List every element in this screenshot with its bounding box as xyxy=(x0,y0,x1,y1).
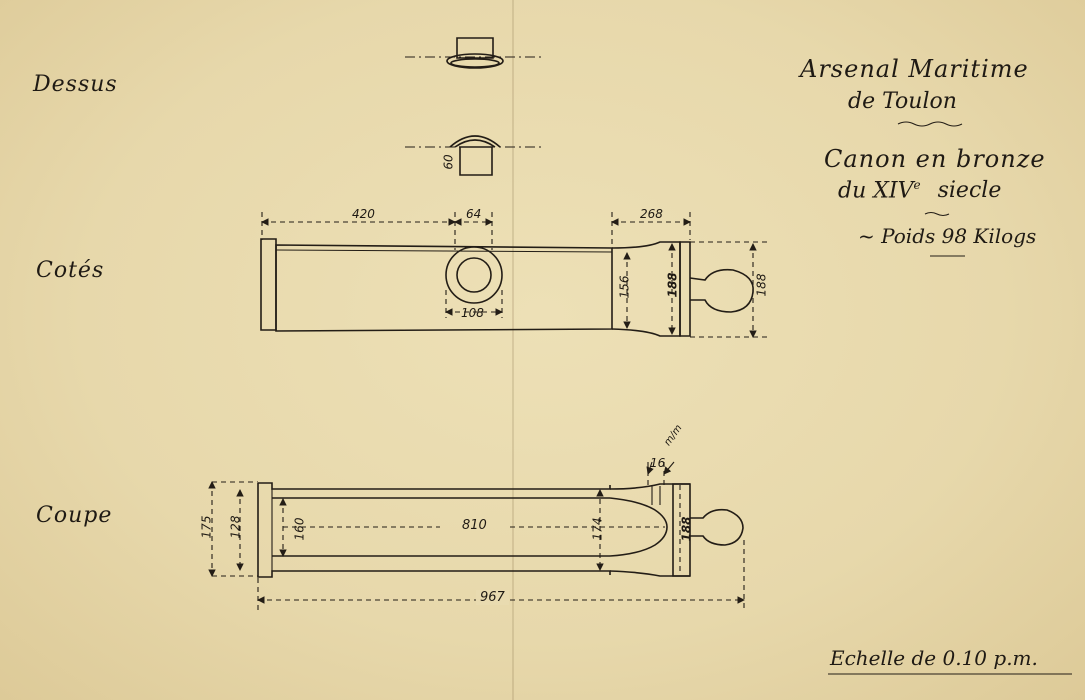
dim-sec-bore: 160 xyxy=(292,517,307,541)
century-flourish xyxy=(925,213,949,216)
title-line-3: Canon en bronze xyxy=(824,145,1046,173)
dim-sec-neck: 174 xyxy=(590,517,605,541)
title-line-1: Arsenal Maritime xyxy=(800,55,1029,83)
dim-sec-hole: 16 xyxy=(650,456,666,470)
view-label-top: Dessus xyxy=(33,72,118,97)
scale-label: Echelle de 0.10 p.m. xyxy=(830,646,1038,670)
dim-sec-len: 810 xyxy=(462,518,487,533)
fold-crease xyxy=(512,0,514,700)
dim-sec-outer: 175 xyxy=(199,515,214,539)
side-view xyxy=(261,212,770,338)
dim-sec-ring: 188 xyxy=(679,516,694,542)
dim-side-a: 420 xyxy=(352,207,375,221)
title-flourish xyxy=(898,122,962,126)
dim-side-neck: 156 xyxy=(617,275,632,299)
dim-side-c: 268 xyxy=(640,207,663,221)
view-label-section: Coupe xyxy=(36,503,113,528)
dim-sec-inner: 128 xyxy=(228,515,243,539)
dim-side-ring: 108 xyxy=(461,306,484,320)
section-view xyxy=(208,462,745,612)
title-line-4: du XIVe siecle xyxy=(838,178,1001,203)
top-view-upper xyxy=(405,38,545,68)
dim-side-ring2: 188 xyxy=(665,272,680,298)
century-suffix: e xyxy=(913,178,921,192)
century-word: siecle xyxy=(937,178,1002,204)
dim-top-detail: 60 xyxy=(441,154,456,170)
dim-side-b: 64 xyxy=(466,207,482,221)
century-numeral: du XIV xyxy=(838,178,914,204)
weight-label: ~ Poids 98 Kilogs xyxy=(858,224,1037,248)
top-view-lower xyxy=(405,136,545,175)
dim-side-knob: 188 xyxy=(754,273,769,297)
title-line-2: de Toulon xyxy=(848,89,957,114)
view-label-side: Cotés xyxy=(36,258,105,283)
dim-sec-total: 967 xyxy=(476,590,509,605)
